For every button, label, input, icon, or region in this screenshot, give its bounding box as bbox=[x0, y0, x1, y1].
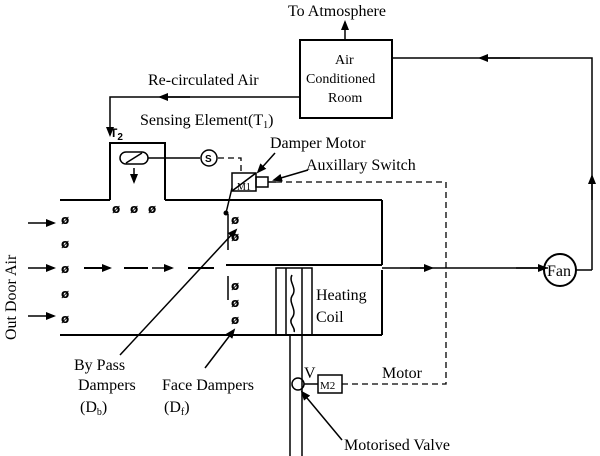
supply-air-duct-line bbox=[392, 57, 593, 270]
room-label-2: Conditioned bbox=[306, 72, 375, 87]
face-damper-3: ø bbox=[231, 313, 239, 327]
bypass-label-1: By Pass bbox=[74, 357, 125, 374]
recirculation-inlet-duct bbox=[109, 142, 166, 200]
outdoor-damper-3: ø bbox=[61, 262, 69, 276]
bypass-damper-1: ø bbox=[231, 213, 239, 227]
heating-coil-label-2: Coil bbox=[316, 309, 344, 326]
sensor-s-circle bbox=[200, 149, 218, 167]
face-dampers-label-1: Face Dampers bbox=[162, 377, 254, 394]
bypass-damper-pointer bbox=[119, 228, 238, 356]
to-atmosphere-label: To Atmosphere bbox=[288, 3, 386, 20]
aux-switch-pointer bbox=[272, 169, 309, 182]
recirculated-air-label: Re-circulated Air bbox=[148, 72, 259, 89]
damper-motor-label: Damper Motor bbox=[270, 135, 366, 152]
bypass-label-2: Dampers bbox=[78, 377, 136, 394]
face-dampers-label-2: (Df) bbox=[164, 399, 190, 418]
outdoor-damper-1: ø bbox=[61, 213, 69, 227]
room-label-1: Air bbox=[335, 53, 354, 68]
sensing-element-label: Sensing Element(T1) bbox=[140, 112, 273, 131]
auxiliary-switch bbox=[255, 176, 269, 188]
bypass-damper-2: ø bbox=[231, 230, 239, 244]
outdoor-damper-5: ø bbox=[61, 312, 69, 326]
auxiliary-switch-label: Auxillary Switch bbox=[306, 157, 416, 174]
recirc-damper-1: ø bbox=[112, 202, 120, 216]
recirc-damper-3: ø bbox=[148, 202, 156, 216]
face-damper-pointer bbox=[204, 328, 236, 369]
heating-coil bbox=[275, 267, 313, 336]
sensor-s-symbol: S bbox=[205, 154, 212, 165]
t2-label: T2 bbox=[110, 126, 123, 143]
outdoor-damper-4: ø bbox=[61, 287, 69, 301]
recirc-damper-2: ø bbox=[130, 202, 138, 216]
valve-motor-m2 bbox=[317, 374, 343, 394]
m1-slash bbox=[231, 172, 257, 192]
damper-motor-pointer bbox=[256, 152, 276, 174]
recirculated-air-line bbox=[106, 96, 300, 137]
aux-to-valve-signal bbox=[276, 181, 447, 385]
outdoor-damper-2: ø bbox=[61, 237, 69, 251]
fan-label: Fan bbox=[547, 263, 571, 280]
coil-element-icon bbox=[290, 274, 296, 333]
outdoor-air-label: Out Door Air bbox=[3, 254, 20, 340]
motorised-valve-label: Motorised Valve bbox=[344, 437, 450, 454]
heating-coil-label-1: Heating bbox=[316, 287, 367, 304]
motorised-valve-pointer bbox=[300, 390, 343, 441]
room-label-3: Room bbox=[328, 91, 362, 106]
m2-label: M2 bbox=[320, 380, 335, 392]
m1-label: M1 bbox=[237, 182, 251, 193]
sensor-to-motor-signal bbox=[218, 157, 242, 172]
bypass-label-3: (Db) bbox=[80, 399, 107, 418]
air-conditioned-room bbox=[299, 39, 393, 119]
valve-v-label: V bbox=[304, 365, 316, 382]
t2-sensor-slash bbox=[125, 152, 143, 164]
face-damper-2: ø bbox=[231, 296, 239, 310]
face-damper-1: ø bbox=[231, 279, 239, 293]
motor-label: Motor bbox=[382, 365, 423, 382]
